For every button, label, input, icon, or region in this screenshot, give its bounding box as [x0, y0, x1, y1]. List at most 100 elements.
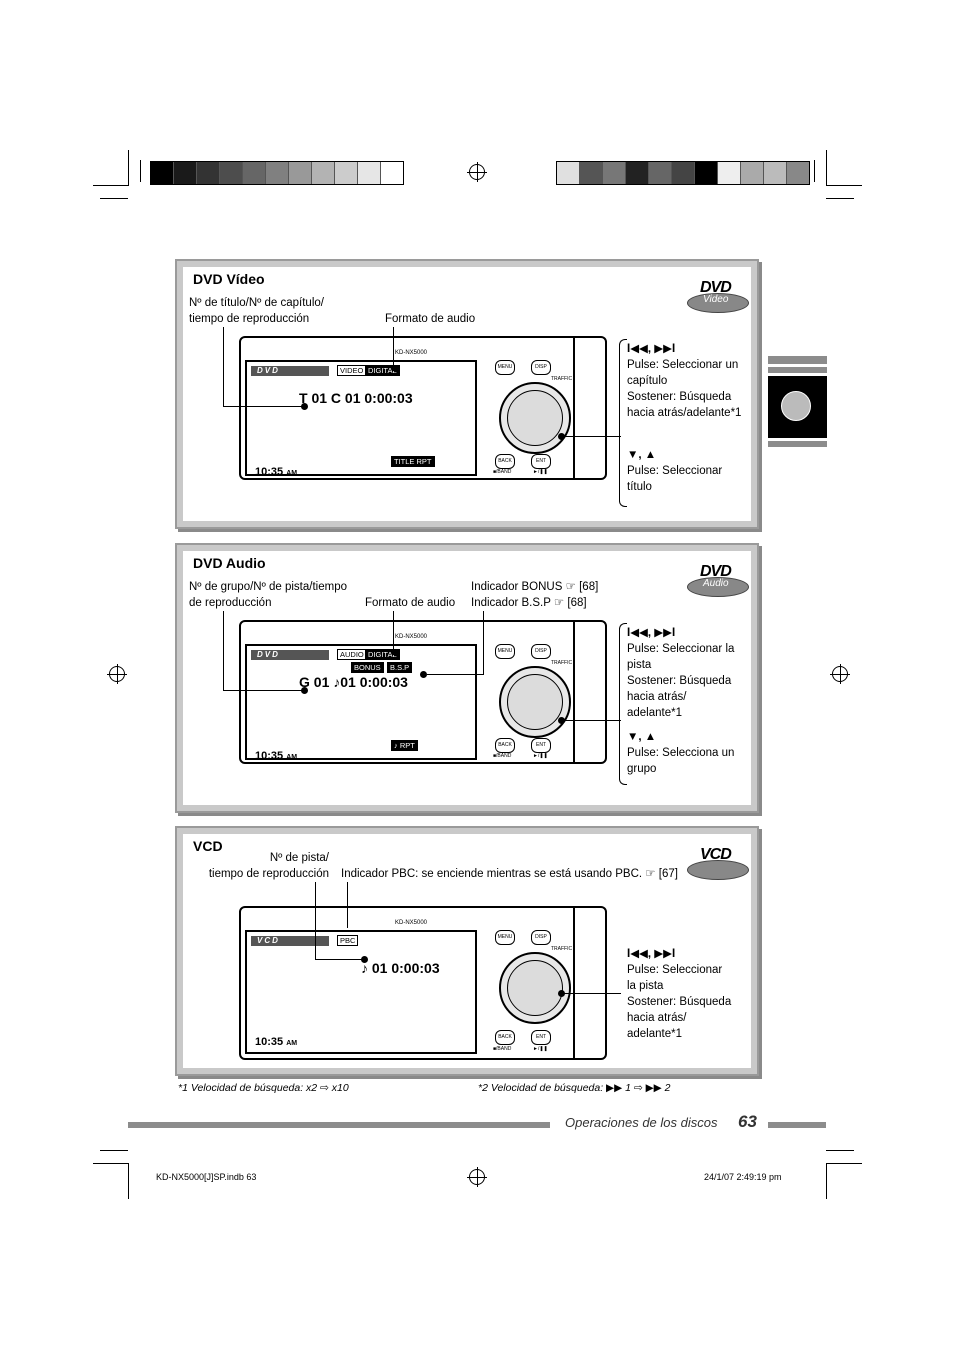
- color-swatch: [289, 162, 312, 184]
- color-swatch: [787, 162, 809, 184]
- caption-pbc: Indicador PBC: se enciende mientras se e…: [341, 868, 678, 880]
- ent-button[interactable]: ENT: [531, 454, 551, 469]
- crop-mark: [826, 198, 854, 199]
- ent-button[interactable]: ENT: [531, 1030, 551, 1045]
- head-unit: KD-NX5000 DVD VIDEO DIGITAL T 01 C 01 0:…: [239, 336, 607, 480]
- color-swatch: [335, 162, 358, 184]
- color-swatch: [603, 162, 626, 184]
- color-swatch: [243, 162, 266, 184]
- audio-tag: AUDIO: [337, 649, 367, 660]
- leader-line: [223, 327, 224, 407]
- clock: 10:35 AM: [255, 1036, 298, 1048]
- help-updown: ▼, ▲ Pulse: Seleccionar título: [627, 449, 723, 493]
- disc-type-bar: DVD: [251, 650, 329, 660]
- unit-side-buttons: [573, 622, 605, 762]
- playback-status: G 01 ♪01 0:00:03: [299, 674, 408, 690]
- back-button[interactable]: BACK: [495, 1030, 515, 1045]
- disp-button[interactable]: DISP: [531, 644, 551, 659]
- leader-line: [223, 611, 224, 691]
- leader-line: [393, 611, 394, 655]
- playback-status: T 01 C 01 0:00:03: [299, 390, 413, 406]
- band-label: ■/BAND: [493, 469, 512, 475]
- dvd-audio-panel: DVD Audio DVD Audio Nº de grupo/Nº de pi…: [175, 543, 759, 813]
- disp-button[interactable]: DISP: [531, 930, 551, 945]
- video-tag: VIDEO: [337, 365, 367, 376]
- color-swatch: [174, 162, 197, 184]
- head-unit: KD-NX5000 VCD PBC ♪ 01 0:00:03 10:35 AM …: [239, 906, 607, 1060]
- color-swatch: [220, 162, 243, 184]
- footnote-1: *1 Velocidad de búsqueda: x2 ⇨ x10: [178, 1082, 349, 1094]
- display-screen: DVD AUDIO DIGITAL BONUS B.S.P G 01 ♪01 0…: [245, 644, 477, 762]
- leader-line: [561, 720, 621, 721]
- leader-line: [427, 674, 483, 675]
- caption-audio-format: Formato de audio: [365, 597, 456, 609]
- panel-title: VCD: [193, 838, 223, 854]
- callout-dot: [301, 403, 308, 410]
- band-label: ■/BAND: [493, 753, 512, 759]
- play-label: ►/❚❚: [533, 1046, 548, 1052]
- ent-button[interactable]: ENT: [531, 738, 551, 753]
- back-button[interactable]: BACK: [495, 738, 515, 753]
- clock: 10:35 AM: [255, 750, 298, 762]
- footer-bar-left: [128, 1122, 550, 1128]
- dvd-audio-logo: DVD Audio: [687, 563, 749, 599]
- crop-mark: [826, 1150, 854, 1151]
- caption-audio-format: Formato de audio: [385, 313, 476, 325]
- leader-line: [483, 611, 484, 675]
- bonus-tag: BONUS: [351, 662, 384, 673]
- control-pad[interactable]: [499, 382, 571, 454]
- callout-dot: [361, 956, 368, 963]
- footnote-2: *2 Velocidad de búsqueda: ▶▶ 1 ⇨ ▶▶ 2: [478, 1082, 671, 1094]
- crop-mark: [826, 1163, 827, 1199]
- color-swatch: [358, 162, 381, 184]
- bsp-tag: B.S.P: [387, 662, 413, 673]
- crop-mark: [93, 1163, 129, 1164]
- color-swatch: [649, 162, 672, 184]
- menu-button[interactable]: MENU: [495, 930, 515, 945]
- color-swatch: [197, 162, 220, 184]
- callout-dot: [301, 687, 308, 694]
- disc-type-bar: DVD: [251, 366, 329, 376]
- crop-mark: [826, 1163, 862, 1164]
- color-swatch: [151, 162, 174, 184]
- color-swatch: [741, 162, 764, 184]
- vcd-panel: VCD VCD Nº de pista/tiempo de reproducci…: [175, 826, 759, 1076]
- registration-mark-icon: [467, 162, 487, 182]
- help-skip: I◀◀, ▶▶I Pulse: Seleccionar un capítulo …: [627, 343, 742, 419]
- date-slug: 24/1/07 2:49:19 pm: [704, 1172, 782, 1182]
- callout-dot: [558, 433, 565, 440]
- color-swatch: [266, 162, 289, 184]
- help-skip: I◀◀, ▶▶I Pulse: Seleccionar la pista Sos…: [627, 627, 735, 719]
- registration-mark-icon: [107, 664, 127, 684]
- digital-tag: DIGITAL: [365, 365, 400, 376]
- leader-line: [561, 993, 621, 994]
- leader-line: [561, 436, 621, 437]
- digital-tag: DIGITAL: [365, 649, 400, 660]
- menu-button[interactable]: MENU: [495, 360, 515, 375]
- help-skip: I◀◀, ▶▶I Pulse: Seleccionar la pista Sos…: [627, 948, 732, 1040]
- control-pad[interactable]: [499, 666, 571, 738]
- back-button[interactable]: BACK: [495, 454, 515, 469]
- crop-mark: [128, 150, 129, 186]
- crop-mark: [826, 185, 862, 186]
- leader-line: [315, 882, 316, 960]
- crop-mark: [128, 1163, 129, 1199]
- pbc-tag: PBC: [337, 935, 359, 946]
- unit-side-buttons: [573, 908, 605, 1058]
- control-pad[interactable]: [499, 952, 571, 1024]
- vcd-logo: VCD: [687, 846, 749, 882]
- crop-mark: [826, 150, 827, 186]
- side-tab: [768, 356, 827, 448]
- disp-button[interactable]: DISP: [531, 360, 551, 375]
- caption-indicators: Indicador BONUS ☞ [68]Indicador B.S.P ☞ …: [471, 581, 599, 609]
- color-calibration-bar-left: [150, 161, 404, 185]
- leader-line: [393, 327, 394, 371]
- display-screen: DVD VIDEO DIGITAL T 01 C 01 0:00:03 TITL…: [245, 360, 477, 478]
- help-updown: ▼, ▲ Pulse: Selecciona un grupo: [627, 731, 735, 775]
- traffic-label: TRAFFIC: [551, 660, 573, 666]
- menu-button[interactable]: MENU: [495, 644, 515, 659]
- traffic-label: TRAFFIC: [551, 376, 573, 382]
- color-swatch: [672, 162, 695, 184]
- crop-mark: [814, 160, 815, 182]
- color-swatch: [557, 162, 580, 184]
